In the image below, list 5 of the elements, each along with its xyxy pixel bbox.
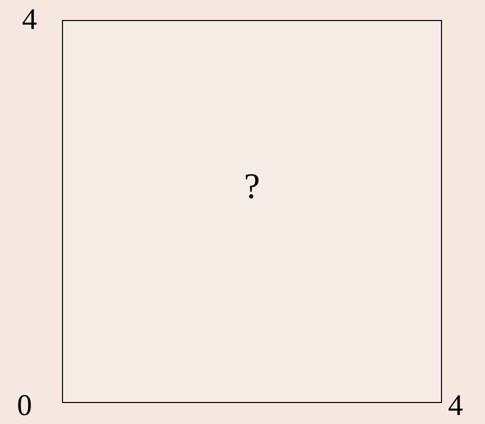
axis-value: 4 — [448, 390, 463, 422]
axis-value: 4 — [22, 4, 37, 36]
question-mark: ? — [243, 166, 261, 206]
square-outline — [62, 20, 442, 403]
axis-value: 0 — [17, 390, 32, 422]
